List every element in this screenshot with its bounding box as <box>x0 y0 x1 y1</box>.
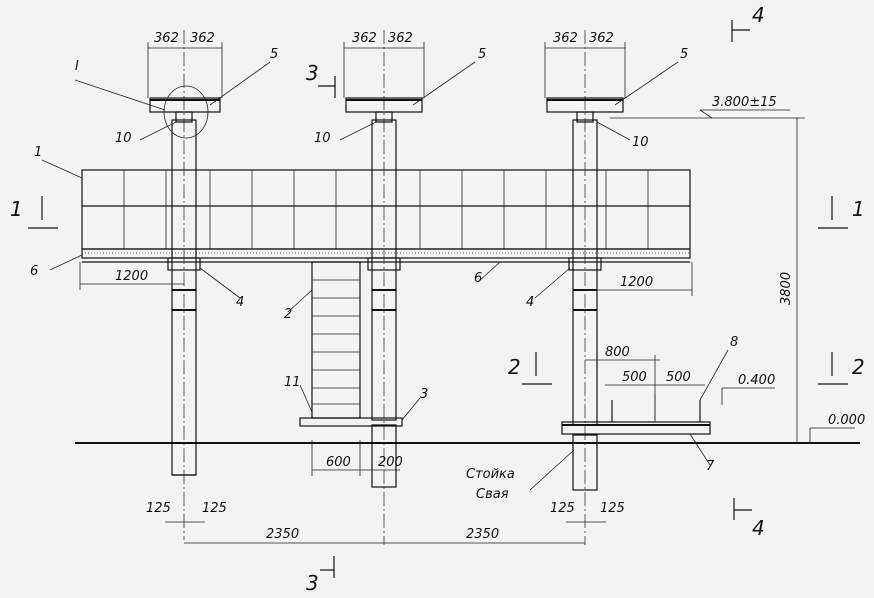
dim-cantilever-right: 1200 <box>620 275 653 290</box>
dim-platform-width: 800 <box>605 345 630 360</box>
dim-pile-right-a: 125 <box>550 501 575 516</box>
label-part-7: 7 <box>706 459 715 474</box>
dim-span-right: 2350 <box>466 527 499 542</box>
elevation-platform: 0.400 <box>738 373 775 388</box>
label-part-6-left: 6 <box>30 264 38 279</box>
section-arrows <box>28 20 848 578</box>
leaders <box>41 61 729 491</box>
section-1-left: 1 <box>10 197 23 221</box>
label-part-4-left: 4 <box>236 295 244 310</box>
dim-pile-left-a: 125 <box>146 501 171 516</box>
dim-cap-right-a: 362 <box>553 31 578 46</box>
label-part-5-right: 5 <box>680 47 688 62</box>
dim-cap-right-b: 362 <box>589 31 614 46</box>
dim-pile-left-b: 125 <box>202 501 227 516</box>
label-part-1: 1 <box>34 145 42 160</box>
section-1-right: 1 <box>852 197 865 221</box>
label-svaya: Свая <box>476 487 509 502</box>
label-part-8: 8 <box>730 335 738 350</box>
elevation-top: 3.800±15 <box>712 95 777 110</box>
label-stoika: Стойка <box>466 467 515 482</box>
section-4-bottom: 4 <box>752 516 765 540</box>
label-part-10-mid: 10 <box>314 131 331 146</box>
label-part-4-right: 4 <box>526 295 534 310</box>
dim-cantilever-left: 1200 <box>115 269 148 284</box>
dim-lines <box>79 42 855 544</box>
dim-cap-mid-a: 362 <box>352 31 377 46</box>
label-part-5-mid: 5 <box>478 47 486 62</box>
label-part-5-left: 5 <box>270 47 278 62</box>
label-part-10-right: 10 <box>632 135 649 150</box>
dim-cap-left-a: 362 <box>154 31 179 46</box>
cap-middle <box>345 97 423 123</box>
platform <box>561 395 711 435</box>
label-node-i: I <box>75 59 79 74</box>
dim-height-total: 3800 <box>779 272 794 305</box>
elevation-zero: 0.000 <box>828 413 865 428</box>
label-part-11: 11 <box>284 375 301 390</box>
walkway-railing <box>81 169 691 250</box>
column-middle <box>367 30 401 545</box>
dim-cap-left-b: 362 <box>190 31 215 46</box>
dim-stair-width: 600 <box>326 455 351 470</box>
section-4-top: 4 <box>752 3 765 27</box>
stair <box>299 261 403 427</box>
cap-right <box>546 97 624 123</box>
dim-span-left: 2350 <box>266 527 299 542</box>
cap-left <box>149 85 221 139</box>
label-part-10-left: 10 <box>115 131 132 146</box>
dim-platform-half-a: 500 <box>622 370 647 385</box>
column-right <box>568 30 602 545</box>
deck-beam <box>81 248 691 263</box>
dim-platform-half-b: 500 <box>666 370 691 385</box>
column-left <box>167 30 201 540</box>
section-2-right: 2 <box>852 355 865 379</box>
dim-cap-mid-b: 362 <box>388 31 413 46</box>
label-part-3: 3 <box>420 387 428 402</box>
dim-pile-right-b: 125 <box>600 501 625 516</box>
section-3-bottom: 3 <box>306 571 319 595</box>
section-3-top: 3 <box>306 61 319 85</box>
label-part-2: 2 <box>284 307 292 322</box>
dim-stair-offset: 200 <box>378 455 403 470</box>
section-2-left: 2 <box>508 355 521 379</box>
label-part-6-mid: 6 <box>474 271 482 286</box>
